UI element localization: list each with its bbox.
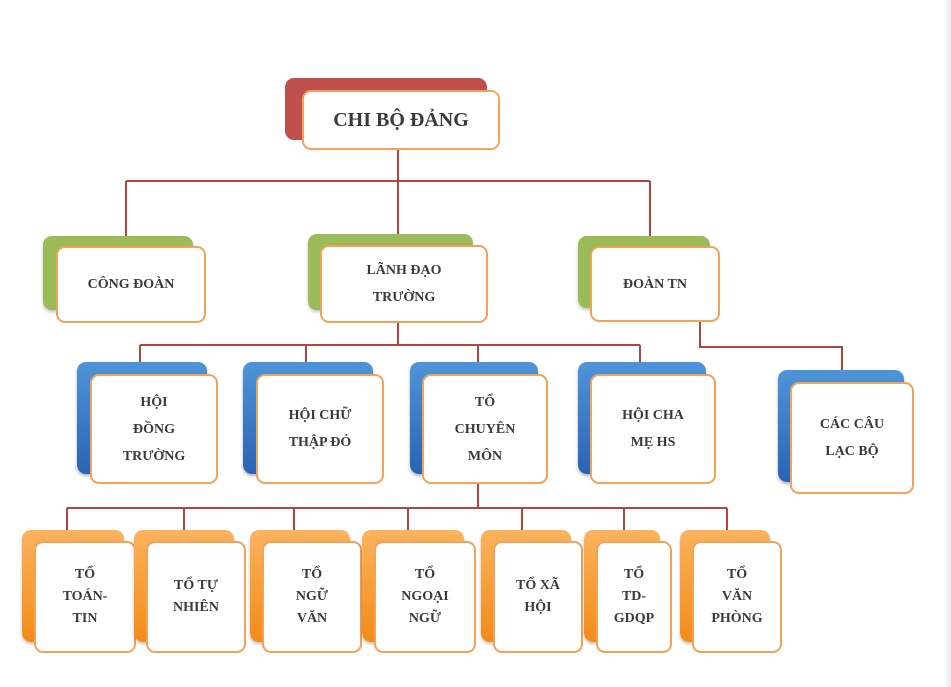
node-chi-bo-dang: CHI BỘ ĐẢNG	[302, 90, 500, 150]
node-to-ngoai-ngu: TỔ NGOẠI NGỮ	[374, 541, 476, 653]
node-cac-cau-lac-bo: CÁC CÂU LẠC BỘ	[790, 382, 914, 494]
node-doan-tn: ĐOÀN TN	[590, 246, 720, 322]
page-edge-shadow	[943, 0, 951, 687]
node-to-xa-hoi: TỔ XÃ HỘI	[493, 541, 583, 653]
node-hoi-cha-me-hs: HỘI CHA MẸ HS	[590, 374, 716, 484]
node-hoi-dong-truong: HỘI ĐỒNG TRƯỜNG	[90, 374, 218, 484]
node-cong-doan: CÔNG ĐOÀN	[56, 246, 206, 323]
node-hoi-chu-thap-do: HỘI CHỮ THẬP ĐỎ	[256, 374, 384, 484]
node-lanh-dao-truong: LÃNH ĐẠO TRƯỜNG	[320, 245, 488, 323]
node-to-tu-nhien: TỔ TỰ NHIÊN	[146, 541, 246, 653]
node-to-td-gdqp: TỔ TD- GDQP	[596, 541, 672, 653]
node-to-ngu-van: TỔ NGỮ VĂN	[262, 541, 362, 653]
node-to-chuyen-mon: TỔ CHUYÊN MÔN	[422, 374, 548, 484]
node-to-toan-tin: TỔ TOÁN- TIN	[34, 541, 136, 653]
node-to-van-phong: TỔ VĂN PHÒNG	[692, 541, 782, 653]
connector-doan-tn-to-clb	[699, 322, 843, 372]
